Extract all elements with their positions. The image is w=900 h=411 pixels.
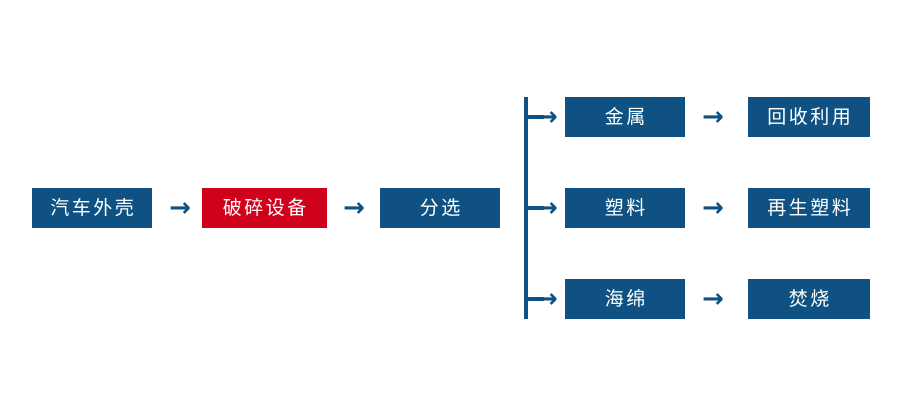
branch-stub-1 xyxy=(524,115,544,119)
node-sponge[interactable]: 海绵 xyxy=(565,279,685,319)
node-shredding-equipment[interactable]: 破碎设备 xyxy=(202,188,327,228)
branch-stub-2 xyxy=(524,206,544,210)
node-recycled-plastic[interactable]: 再生塑料 xyxy=(748,188,870,228)
arrow-right-icon-1: → xyxy=(169,193,191,223)
node-metal[interactable]: 金属 xyxy=(565,97,685,137)
arrow-right-icon-2: → xyxy=(343,193,365,223)
branch-stub-3 xyxy=(524,297,544,301)
node-sorting[interactable]: 分选 xyxy=(380,188,500,228)
arrow-right-icon-branch-2: → xyxy=(536,193,558,223)
node-plastic[interactable]: 塑料 xyxy=(565,188,685,228)
arrow-right-icon-branch-3: → xyxy=(536,284,558,314)
node-car-shell[interactable]: 汽车外壳 xyxy=(32,188,152,228)
arrow-right-icon-branch-1: → xyxy=(536,102,558,132)
arrow-right-icon-5: → xyxy=(702,284,724,314)
node-incineration[interactable]: 焚烧 xyxy=(748,279,870,319)
node-recycling-reuse[interactable]: 回收利用 xyxy=(748,97,870,137)
arrow-right-icon-4: → xyxy=(702,193,724,223)
arrow-right-icon-3: → xyxy=(702,102,724,132)
